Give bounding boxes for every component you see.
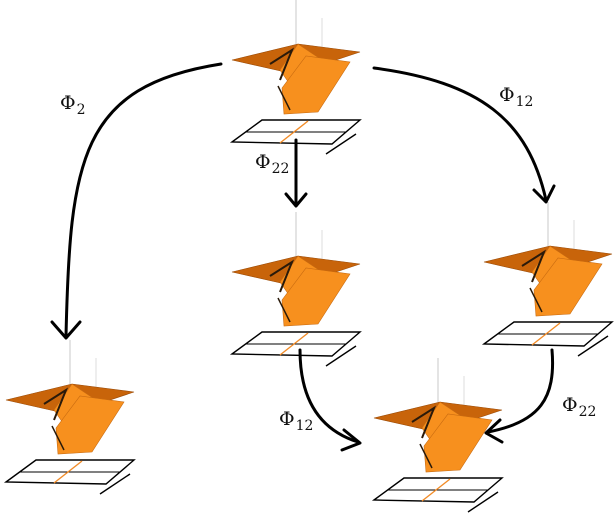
- arrow-phi-2: [64, 62, 223, 338]
- arrow-phi-12-top: [372, 66, 548, 202]
- surface-bottom-left: [5, 339, 135, 495]
- label-phi-22-top: Φ22: [255, 151, 290, 177]
- surface-mid-center: [231, 211, 361, 367]
- surface-bottom-center: [373, 357, 503, 513]
- arrowhead-phi-22-bottom: [484, 418, 504, 444]
- surface-mid-right: [483, 201, 613, 357]
- surface-top: [231, 0, 361, 155]
- label-phi-12-bottom: Φ12: [279, 408, 314, 434]
- arrowhead-phi-12-top: [532, 184, 556, 204]
- label-phi-2: Φ2: [60, 92, 86, 118]
- arrowhead-phi-22-top: [284, 192, 308, 208]
- label-phi-12-top: Φ12: [499, 84, 534, 110]
- arrow-phi-22-bottom: [486, 348, 555, 434]
- arrowhead-phi-2: [50, 320, 82, 340]
- arrowhead-phi-12-bottom: [340, 428, 362, 452]
- label-phi-22-bottom: Φ22: [562, 394, 597, 420]
- arrow-phi-12-bottom: [298, 348, 360, 444]
